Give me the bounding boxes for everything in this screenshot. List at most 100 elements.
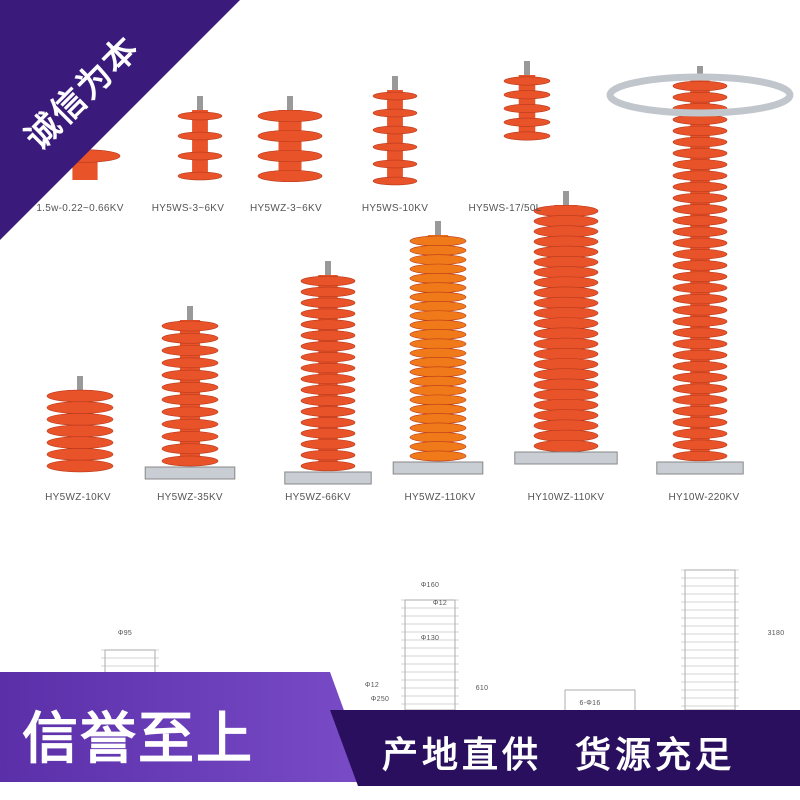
arrester-shed (672, 92, 728, 103)
arrester-shed (533, 368, 599, 381)
arrester-shed (533, 439, 599, 453)
arrester-shed (372, 142, 418, 152)
arrester-shed (409, 310, 467, 322)
arrester-shed (46, 459, 114, 473)
product-label: HY5WS-3~6KV (151, 203, 225, 214)
arrester-shed (409, 347, 467, 359)
arrester-shed (672, 417, 728, 428)
arrester-shed (161, 357, 219, 369)
arrester-shed (672, 428, 728, 439)
arrester-shed (300, 406, 356, 417)
arrester-shed (672, 293, 728, 305)
arrester-shed (672, 249, 728, 260)
dimension-label: Φ250 (370, 696, 390, 703)
arrester-shed (300, 275, 356, 287)
arrester-shed (372, 108, 418, 118)
dimension-drawing (684, 569, 736, 711)
arrester-shed (533, 256, 599, 269)
arrester-shed (533, 276, 599, 289)
arrester-shed (533, 266, 599, 279)
arrester-shed (533, 327, 599, 340)
arrester-shed (46, 424, 114, 438)
dimension-label: Φ12 (432, 600, 448, 607)
arrester-shed (503, 117, 551, 127)
arrester-shed (409, 273, 467, 284)
arrester-shed (161, 345, 219, 356)
arrester-shed (46, 448, 114, 461)
arrester-shed (409, 441, 467, 452)
dimension-label: 610 (475, 685, 489, 692)
arrester-shed (503, 76, 551, 86)
dimension-drawing (404, 599, 456, 711)
arrester-shed (257, 109, 323, 123)
arrester-shed (672, 450, 728, 462)
arrester-shed (672, 383, 728, 394)
arrester-shed (161, 394, 219, 405)
arrester-shed (503, 90, 551, 100)
product-label: HY5WS-10KV (361, 203, 429, 214)
arrester-shed (161, 455, 219, 467)
arrester-shed (409, 431, 467, 443)
arrester-shed (409, 263, 467, 275)
arrester-base (144, 466, 236, 480)
arrester-shed (300, 449, 356, 461)
arrester-shed (672, 159, 728, 170)
arrester-shed (46, 389, 114, 403)
product-label: HY5WZ-66KV (285, 492, 351, 503)
arrester-shed (672, 136, 728, 148)
arrester-shed (672, 215, 728, 226)
arrester-shed (409, 291, 467, 303)
arrester-shed (672, 125, 728, 137)
arrester-shed (300, 319, 356, 330)
arrester-shed (409, 235, 467, 247)
arrester-shed (300, 341, 356, 352)
arrester-shed (409, 301, 467, 312)
arrester-shed (46, 436, 114, 449)
arrester-shed (372, 91, 418, 101)
arrester-shed (300, 286, 356, 298)
arrester-base (514, 451, 618, 465)
arrester-shed (300, 352, 356, 363)
arrester-terminal (287, 96, 293, 112)
arrester-shed (672, 148, 728, 159)
arrester-base (656, 461, 744, 475)
arrester-shed (372, 176, 418, 186)
arrester-shed (672, 349, 728, 361)
arrester-terminal (435, 221, 441, 237)
arrester-shed (300, 384, 356, 395)
arrester-shed (672, 181, 728, 193)
dimension-label: 3180 (767, 630, 785, 637)
banner-left: 信誉至上 (0, 672, 370, 782)
arrester-terminal (325, 261, 331, 277)
arrester-shed (533, 347, 599, 361)
arrester-terminal (524, 61, 530, 77)
corner-badge: 诚信为本 (0, 0, 240, 240)
arrester-shed (533, 388, 599, 401)
arrester-shed (409, 413, 467, 424)
arrester-shed (672, 80, 728, 92)
arrester-shed (300, 417, 356, 428)
arrester-shed (533, 225, 599, 238)
arrester-shed (409, 329, 467, 340)
arrester-shed (672, 439, 728, 450)
arrester-shed (409, 385, 467, 396)
arrester-shed (672, 405, 728, 417)
arrester-shed (409, 450, 467, 462)
arrester-core (387, 90, 403, 185)
dimension-label: 6-Φ16 (579, 700, 601, 707)
arrester-shed (300, 297, 356, 308)
arrester-shed (409, 375, 467, 387)
dimension-label: Φ12 (364, 682, 380, 689)
product-label: HY5WZ-110KV (404, 492, 476, 503)
arrester-shed (533, 409, 599, 422)
arrester-shed (672, 226, 728, 237)
arrester-shed (533, 378, 599, 391)
arrester-base (284, 471, 372, 485)
arrester-shed (409, 357, 467, 368)
banner-left-text: 信誉至上 (22, 707, 254, 772)
arrester-shed (533, 245, 599, 258)
arrester-core (278, 110, 302, 180)
dimension-label: Φ95 (117, 630, 133, 637)
arrester-shed (161, 443, 219, 455)
